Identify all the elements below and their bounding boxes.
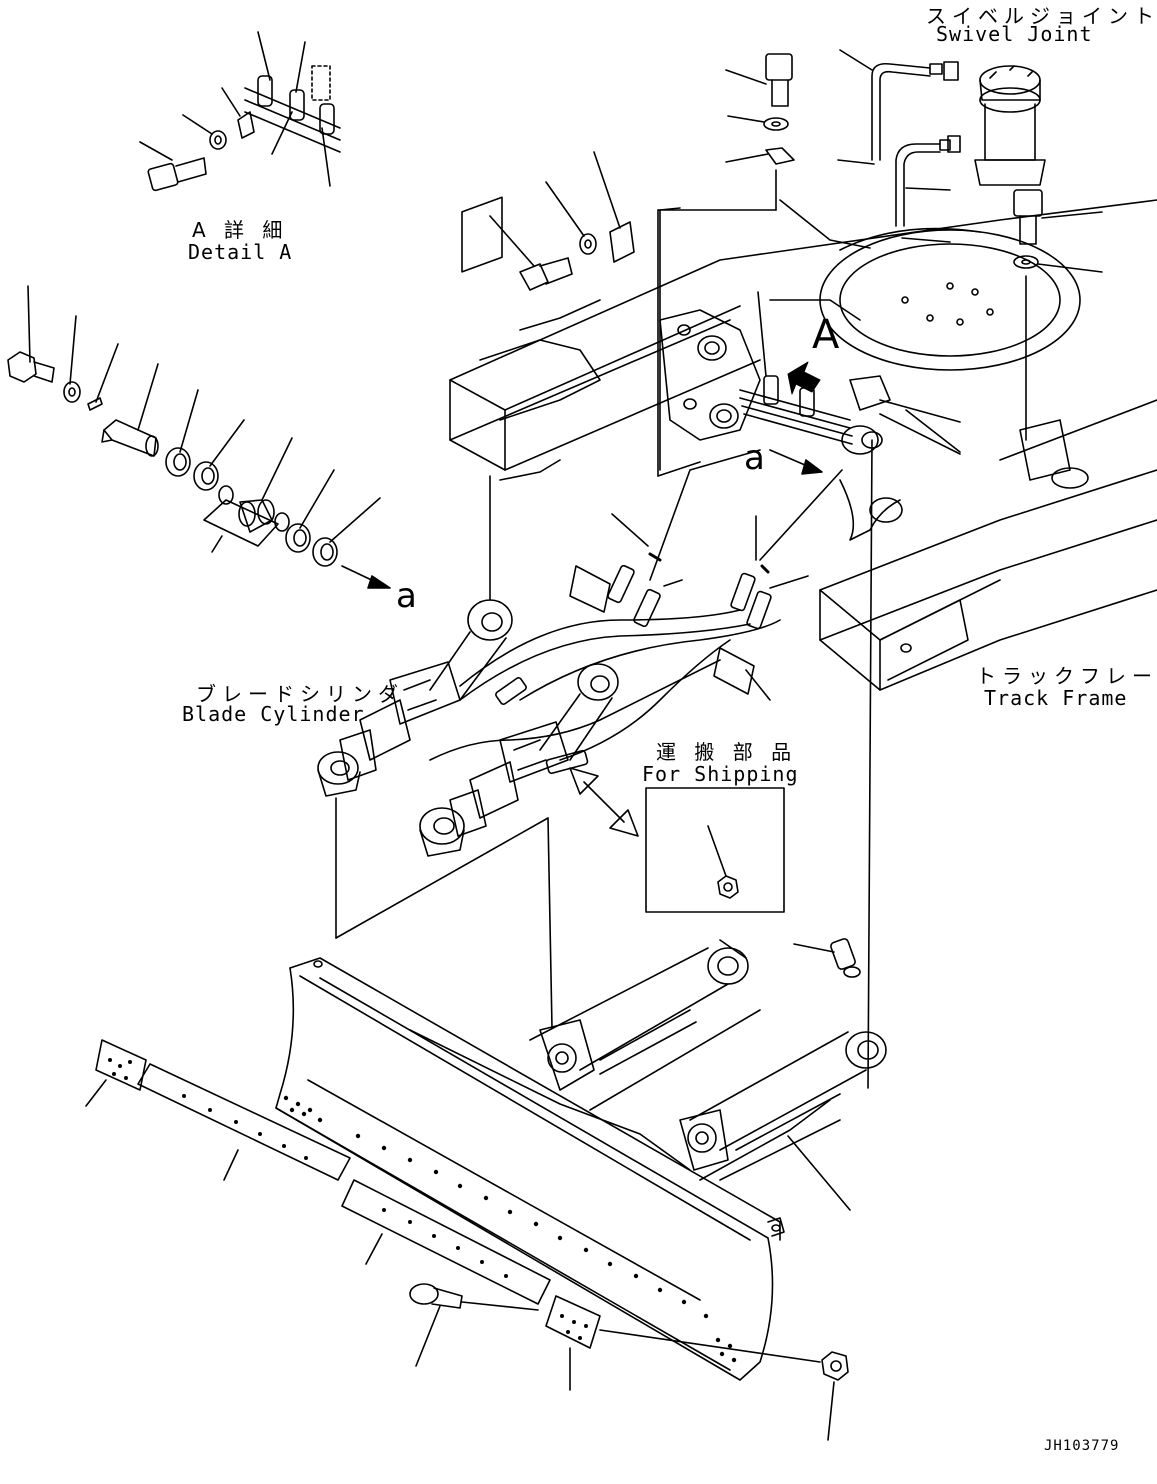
- right-washer: [1014, 256, 1102, 272]
- lock-pin: [88, 398, 102, 410]
- blade-cylinder-right: [420, 664, 618, 856]
- center-bolt: [490, 216, 572, 290]
- blade-cylinder-left: [318, 600, 512, 796]
- drawing-number: JH103779: [1044, 1438, 1120, 1454]
- grease-fitting: [794, 938, 860, 977]
- shipping-arrow: [570, 768, 638, 836]
- o-ring-2: [275, 513, 289, 531]
- swivel-joint: [944, 62, 1045, 185]
- detail-a-washer: [210, 131, 226, 149]
- detail-a-label-en: Detail A: [188, 240, 293, 264]
- edge-bolt: [410, 1284, 538, 1366]
- for-shipping-label-jp: 運 搬 部 品: [656, 740, 798, 764]
- bushing: [239, 500, 274, 532]
- shim-1: [166, 448, 190, 476]
- view-marker-a: A: [812, 312, 841, 358]
- detail-a-leader-lines: [140, 32, 330, 186]
- track-frame-label-jp: トラックフレーム: [976, 664, 1157, 688]
- shim-4: [313, 538, 337, 566]
- view-marker-a-small-pin: a: [396, 576, 418, 616]
- detail-a-hose-clamp: [238, 66, 340, 152]
- cylinder-hoses: [430, 450, 842, 774]
- track-frame: [450, 197, 1157, 690]
- swivel-hoses: [838, 50, 950, 242]
- blade-pin: [102, 420, 158, 456]
- for-shipping-label-en: For Shipping: [642, 762, 799, 786]
- shim-3: [286, 524, 310, 552]
- center-plate: [594, 152, 634, 262]
- o-ring-1: [219, 486, 233, 504]
- pin-assembly-exploded: [8, 286, 390, 588]
- track-frame-label-en: Track Frame: [984, 686, 1128, 710]
- cutting-edge-2: [342, 1180, 550, 1304]
- blade-frame: [530, 940, 886, 1180]
- blade-cylinder-label-en: Blade Cylinder: [182, 702, 365, 726]
- top-bolt-1: [726, 54, 792, 106]
- blade: [276, 958, 784, 1380]
- shim-2: [194, 462, 218, 490]
- hose-fittings: [495, 565, 772, 774]
- detail-a-view: [140, 32, 340, 191]
- top-washer-1: [728, 116, 788, 130]
- end-bit-left: [86, 1040, 146, 1106]
- arrow-a-marker: [788, 362, 820, 394]
- for-shipping-box: [646, 788, 784, 912]
- blade-bolt-holes: [283, 1095, 737, 1363]
- pin-bolt: [8, 352, 54, 382]
- shipping-nut: [708, 826, 738, 898]
- center-washer: [546, 182, 596, 254]
- blade-cylinder-label-jp: ブレードシリンダ: [196, 682, 404, 706]
- edge-nut: [600, 1330, 848, 1440]
- swivel-joint-label-jp: スイベルジョイント: [926, 4, 1157, 28]
- end-bit-right: [546, 1296, 600, 1390]
- pin-washer: [64, 382, 80, 402]
- swivel-joint-label-en: Swivel Joint: [936, 22, 1093, 46]
- cutting-edge-1: [138, 1064, 350, 1180]
- assembly-guide-lines: [336, 170, 1026, 1088]
- top-plate: [726, 148, 794, 164]
- detail-a-bolt: [148, 158, 206, 191]
- pin-leader-lines: [28, 286, 380, 552]
- view-marker-a-small-frame: a: [744, 438, 766, 478]
- detail-a-label-jp: A 詳 細: [192, 218, 289, 242]
